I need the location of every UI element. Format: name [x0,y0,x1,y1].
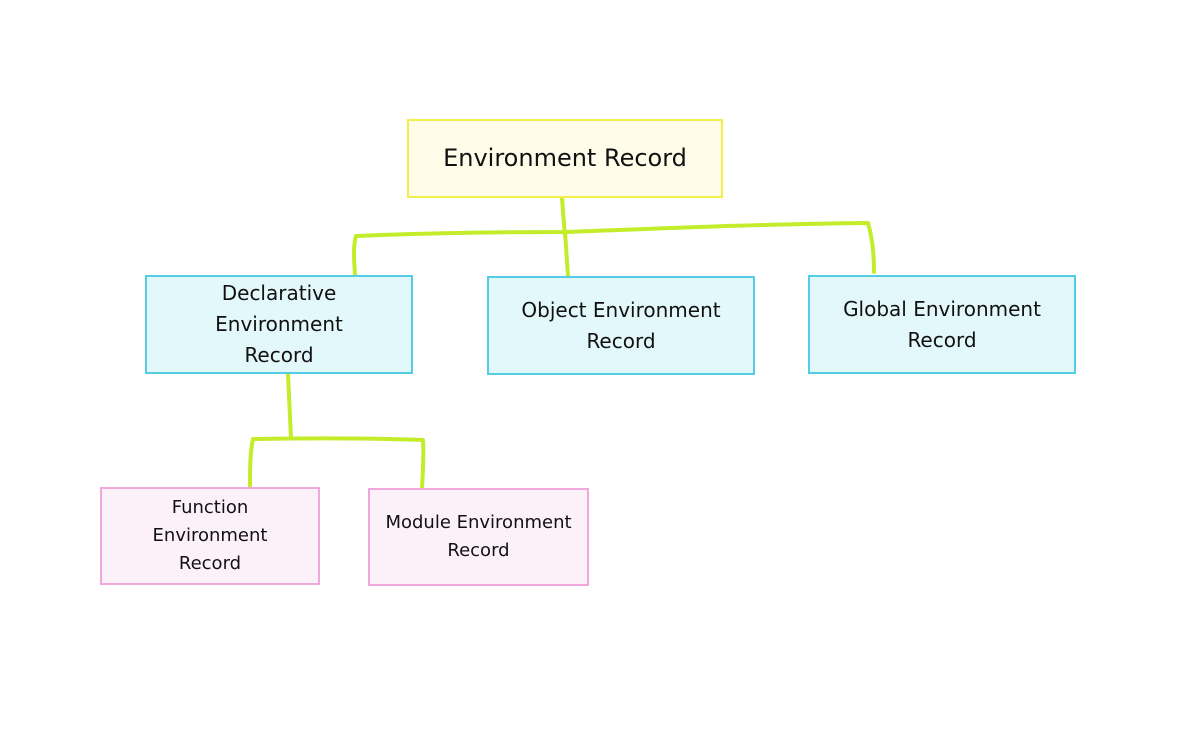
node-label: Environment Record [443,143,687,172]
node-label: Module Environment Record [385,512,572,561]
connector-decl-trunk [286,372,293,440]
node-label: Global Environment Record [843,296,1041,352]
node-label: Object Environment Record [521,297,721,353]
node-module-environment-record: Module Environment Record [368,488,589,586]
node-function-environment-record: Function Environment Record [100,487,320,585]
node-global-environment-record: Global Environment Record [808,275,1076,374]
node-declarative-environment-record: Declarative Environment Record [145,275,413,374]
node-label: Function Environment Record [152,497,268,574]
node-label: Declarative Environment Record [215,281,343,367]
connector-to-object [563,230,570,278]
node-environment-record: Environment Record [407,119,723,198]
connector-root-trunk [560,196,567,236]
connector-lower-bus [248,436,426,490]
connector-top-bus [352,221,876,277]
node-object-environment-record: Object Environment Record [487,276,755,375]
